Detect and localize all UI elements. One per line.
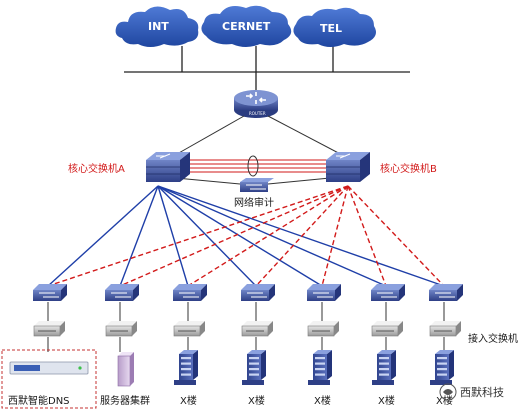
switch-icon	[179, 292, 199, 298]
cloud-label-int: INT	[148, 20, 169, 33]
switch-icon	[313, 292, 333, 298]
cloud-label-cernet: CERNET	[222, 20, 271, 33]
building	[174, 350, 198, 385]
building	[242, 350, 266, 385]
access-switch	[241, 284, 275, 301]
building-label: X楼	[314, 394, 331, 407]
cloud-int: INT	[115, 6, 199, 48]
access-switch	[371, 284, 405, 301]
switch-icon	[435, 292, 455, 298]
server-icon	[117, 355, 131, 387]
building	[308, 350, 332, 385]
core-a-uplinks	[47, 185, 445, 287]
patch-panel	[105, 321, 137, 337]
watermark-text: 西默科技	[460, 385, 504, 399]
server-cluster-label: 服务器集群	[100, 394, 150, 407]
dns-highlight-box	[1, 349, 97, 409]
building-label: X楼	[378, 394, 395, 407]
access-switch	[307, 284, 341, 301]
core-interconnect-links	[176, 159, 330, 173]
audit-links	[175, 177, 331, 185]
dns-appliance	[9, 361, 89, 375]
switch-icon	[247, 292, 267, 298]
core-switch-a	[146, 152, 190, 182]
server-cluster	[117, 352, 134, 387]
layer3-switch-icon	[336, 153, 351, 159]
router-core-links	[169, 115, 349, 159]
building-label: X楼	[248, 394, 265, 407]
layer3-switch-icon	[156, 153, 171, 159]
patch-panel	[429, 321, 461, 337]
link-aggregation-ring	[247, 155, 259, 177]
router-icon	[246, 92, 266, 104]
patch-panel	[307, 321, 339, 337]
cloud-icon	[293, 7, 376, 47]
watermark: 西默科技	[439, 383, 504, 401]
building-row: X楼 X楼 X楼 X楼 X楼	[174, 350, 454, 407]
building	[372, 350, 396, 385]
router: ROUTER	[234, 90, 278, 118]
dns-label: 西默智能DNS	[8, 394, 70, 407]
core-switch-b-label: 核心交换机B	[380, 162, 437, 175]
patch-panel	[371, 321, 403, 337]
switch-icon	[377, 292, 397, 298]
building-label: X楼	[436, 394, 453, 407]
cloud-label-tel: TEL	[320, 22, 342, 35]
building-label: X楼	[180, 394, 197, 407]
switch-icon	[246, 184, 266, 190]
patch-panel	[241, 321, 273, 337]
cloud-cernet: CERNET	[201, 5, 292, 47]
core-switch-b	[326, 152, 370, 182]
wechat-icon	[443, 389, 453, 395]
switch-icon	[39, 292, 59, 298]
network-audit-device	[240, 178, 274, 192]
building	[430, 350, 454, 385]
network-audit-label: 网络审计	[234, 196, 274, 209]
access-switch-label: 接入交换机	[468, 332, 518, 345]
patch-panel-row	[33, 302, 461, 352]
patch-panel	[33, 321, 65, 337]
cloud-tel: TEL	[293, 7, 376, 47]
access-switch-row	[33, 284, 463, 301]
backbone-bus	[124, 46, 410, 90]
access-switch	[173, 284, 207, 301]
switch-icon	[111, 292, 131, 298]
cloud-icon	[201, 5, 292, 47]
core-switch-a-label: 核心交换机A	[68, 162, 125, 175]
access-switch	[105, 284, 139, 301]
router-label: ROUTER	[249, 111, 266, 116]
core-b-uplinks	[47, 185, 445, 287]
patch-panel	[173, 321, 205, 337]
access-switch	[33, 284, 67, 301]
cloud-icon	[115, 6, 199, 48]
access-switch	[429, 284, 463, 301]
